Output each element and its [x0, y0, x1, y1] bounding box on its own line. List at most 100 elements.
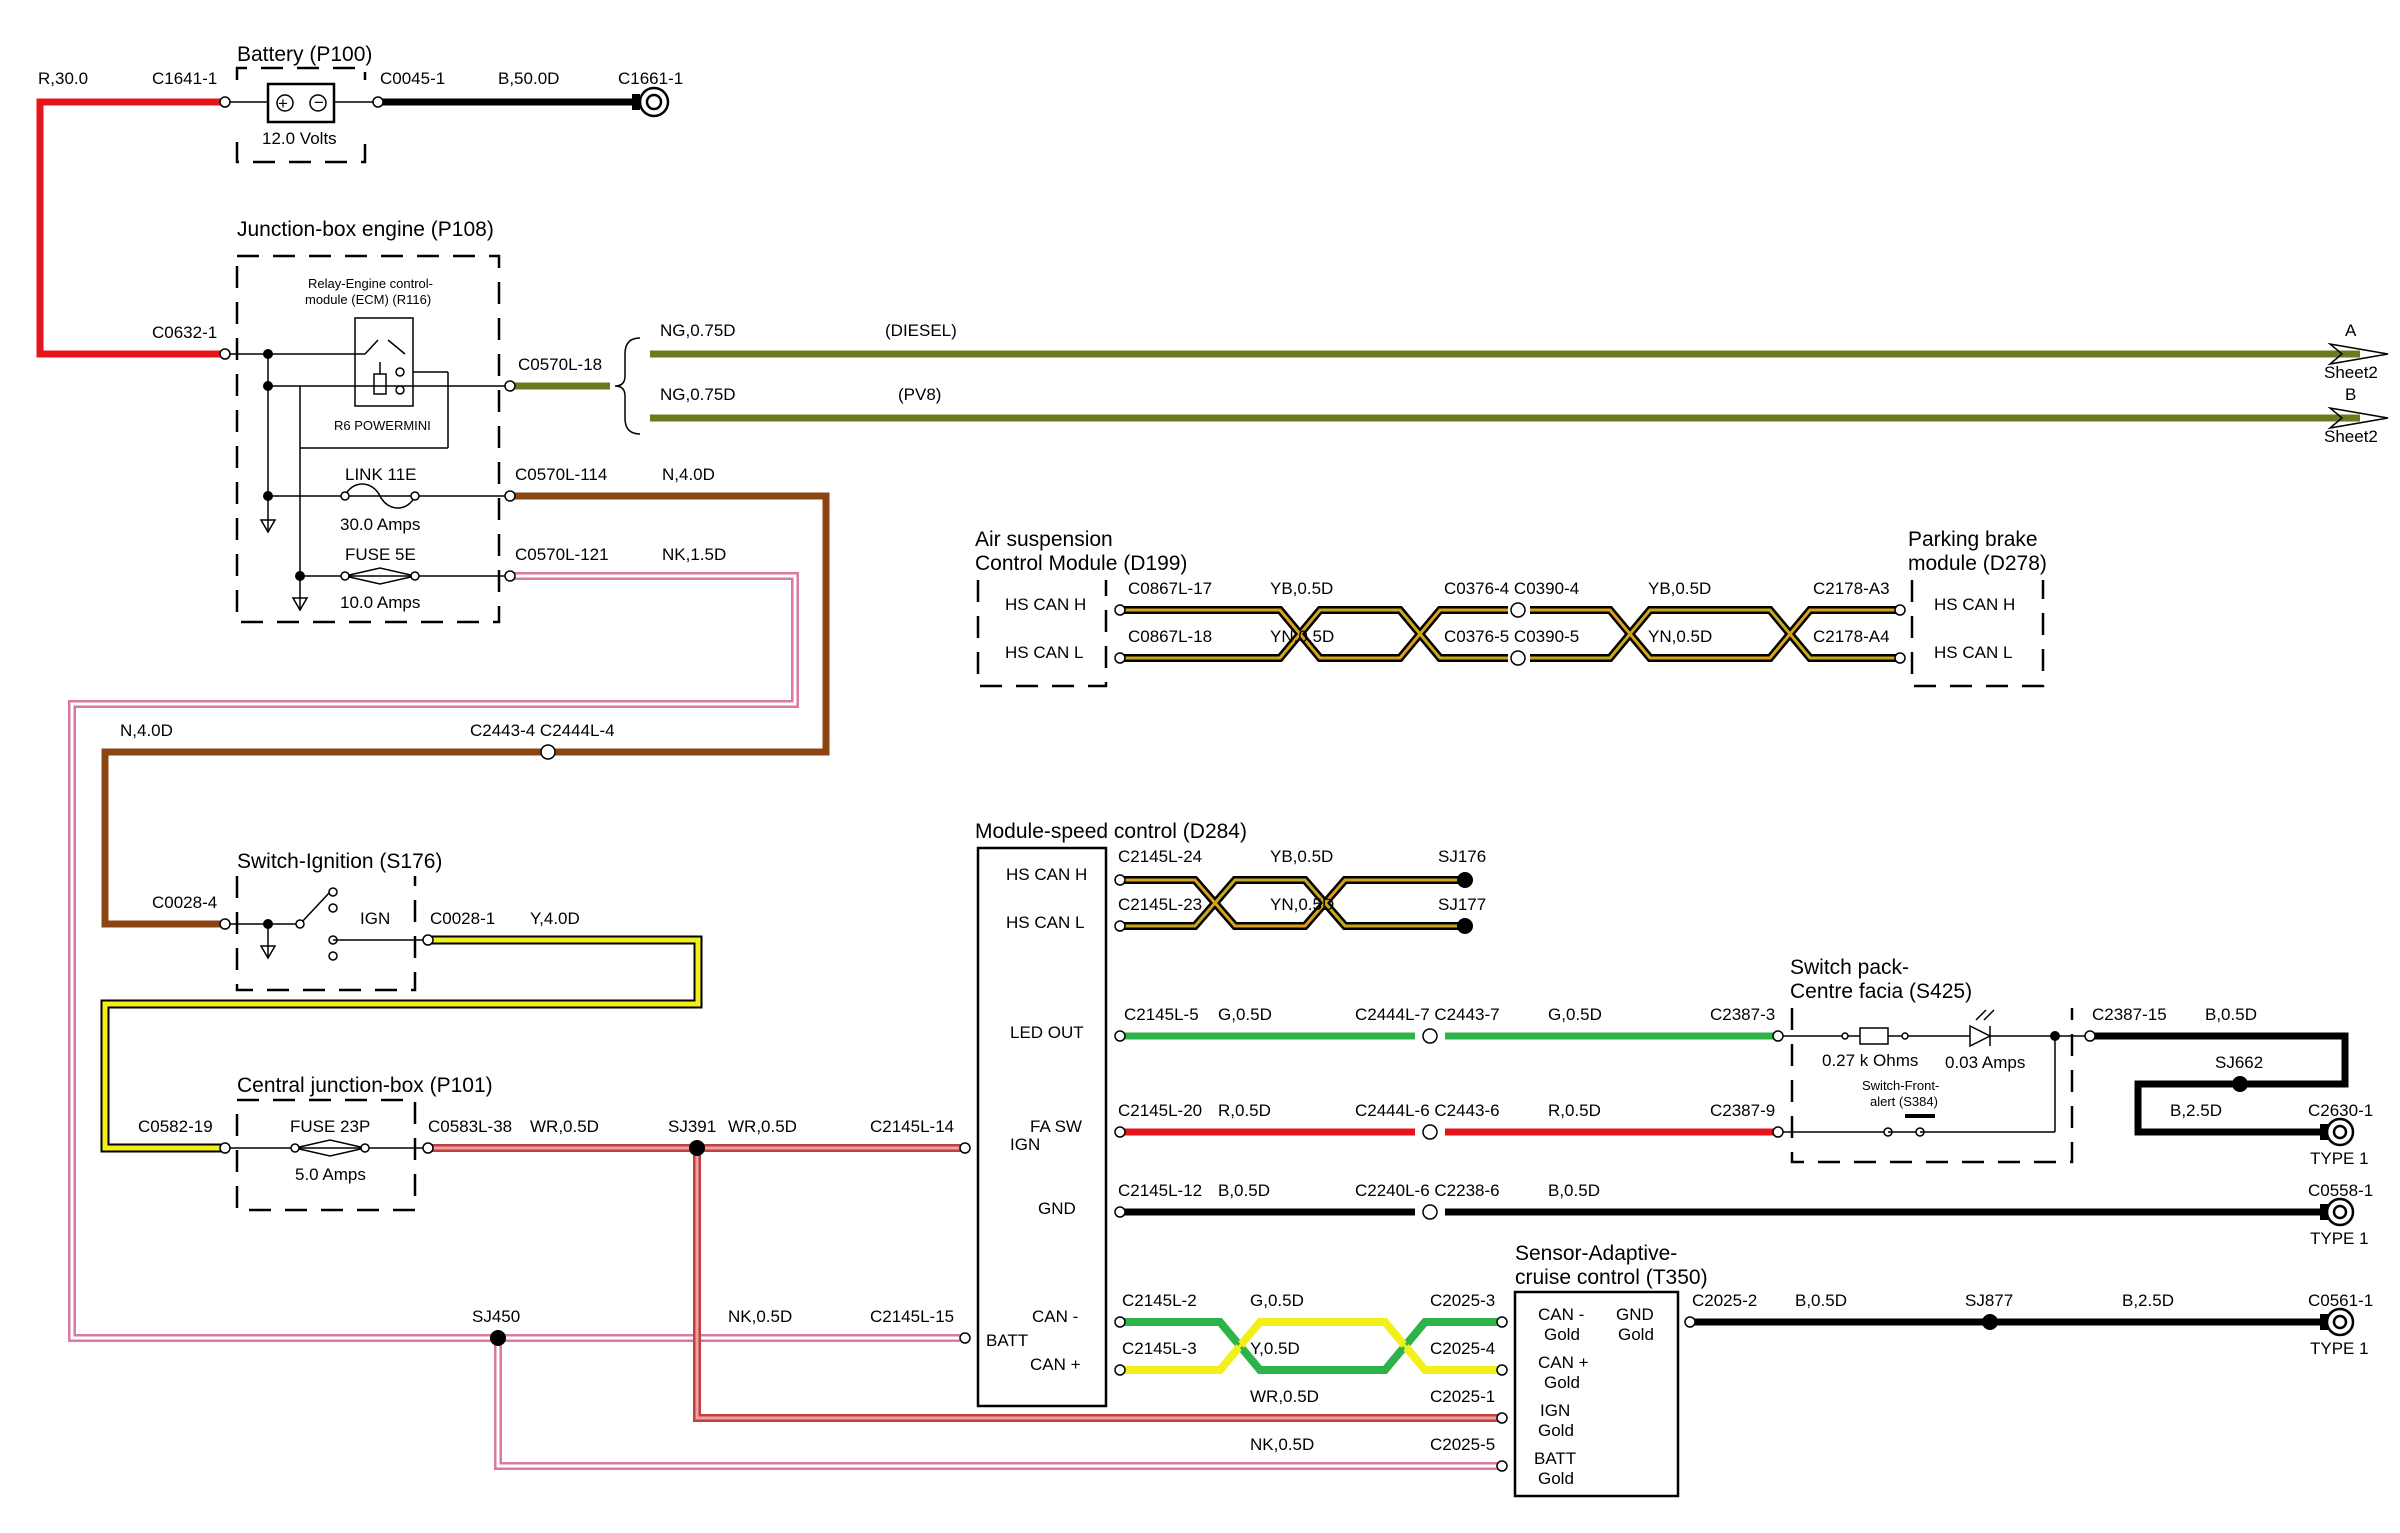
central-jb-title: Central junction-box (P101): [237, 1074, 493, 1097]
pin-c2025-1: C2025-1: [1430, 1387, 1495, 1406]
sensor-ign: IGN: [1540, 1401, 1570, 1420]
arrow-down-icon: [259, 519, 277, 534]
inline-connector-icon: [1422, 1124, 1438, 1140]
wire-g-can-core: [1120, 1320, 1502, 1372]
wire-nk15-label: NK,0.5D: [728, 1307, 792, 1326]
inline-connector-icon: [1510, 650, 1526, 666]
ground-1-type: TYPE 1: [2310, 1149, 2369, 1168]
pin-c0583l-38: C0583L-38: [428, 1117, 512, 1136]
splice-sj450-group: SJ450: [472, 1307, 520, 1346]
pin-c2145l-12: C2145L-12: [1118, 1181, 1202, 1200]
splice-dot: [490, 1330, 506, 1346]
sm-gnd: GND: [1038, 1199, 1076, 1218]
plus-icon: +: [278, 94, 288, 113]
sheet-b-wire: NG,0.75D: [660, 385, 736, 404]
ground-eyelet-icon: [2320, 1117, 2355, 1147]
n-feed: N,4.0D C2443-4 C2444L-4: [120, 721, 615, 760]
inline-c0376-5: C0376-5 C0390-5: [1444, 627, 1579, 646]
sm-batt: BATT: [986, 1331, 1028, 1350]
parking-can-h: HS CAN H: [1934, 595, 2015, 614]
splice-sj450: SJ450: [472, 1307, 520, 1326]
splice-sj176: SJ176: [1438, 847, 1486, 866]
arrow-down-icon: [291, 597, 309, 612]
wire-r-fa-2: R,0.5D: [1548, 1101, 1601, 1120]
pin-c2145l-15: C2145L-15: [870, 1307, 954, 1326]
sheet-b-ref: Sheet2: [2324, 427, 2378, 446]
wire-label-wr-2: WR,0.5D: [728, 1117, 797, 1136]
splice-dot: [1982, 1314, 1998, 1330]
sensor-can-plus-gold: Gold: [1544, 1373, 1580, 1392]
relay-label-1: Relay-Engine control-: [308, 276, 433, 291]
switch-icon: [299, 891, 331, 925]
sm-led-out: LED OUT: [1010, 1023, 1084, 1042]
pin-c2178-a3: C2178-A3: [1813, 579, 1890, 598]
sheet-a-letter: A: [2345, 321, 2357, 340]
sheet-a-ref: Sheet2: [2324, 363, 2378, 382]
wire-b-sp: B,0.5D: [2205, 1005, 2257, 1024]
pin-c0632: C0632-1: [152, 323, 217, 342]
pin-c0867l-17: C0867L-17: [1128, 579, 1212, 598]
battery-title: Battery (P100): [237, 43, 372, 66]
ignition-switch: Switch-Ignition (S176) IGN C0028-4 C0028…: [152, 850, 580, 992]
sensor-title-2: cruise control (T350): [1515, 1266, 1708, 1289]
wire-g2-label: G,0.5D: [1250, 1291, 1304, 1310]
splice-sj177: SJ177: [1438, 895, 1486, 914]
speed-module-title: Module-speed control (D284): [975, 820, 1247, 843]
pin-c0028-1: C0028-1: [430, 909, 495, 928]
battery-voltage: 12.0 Volts: [262, 129, 337, 148]
pin-c2178-a4: C2178-A4: [1813, 627, 1890, 646]
inline-connector-icon: [540, 744, 556, 760]
parking-title-1: Parking brake: [1908, 528, 2038, 551]
pin-c0045: C0045-1: [380, 69, 445, 88]
wire-r-30: [36, 98, 225, 358]
jb-engine-title: Junction-box engine (P108): [237, 218, 494, 241]
pin-c2387-9: C2387-9: [1710, 1101, 1775, 1120]
wire-yn-1: YN,0.5D: [1270, 627, 1334, 646]
wire-yb-sm-label: YB,0.5D: [1270, 847, 1333, 866]
inline-connector-icon: [1422, 1028, 1438, 1044]
fuse-name: FUSE 5E: [345, 545, 416, 564]
wire-yb-sm-core: [1120, 878, 1465, 928]
fusible-link-icon: [344, 483, 416, 509]
sensor-title-1: Sensor-Adaptive-: [1515, 1242, 1677, 1265]
air-can-l: HS CAN L: [1005, 643, 1083, 662]
ground-3-pin: C0561-1: [2308, 1291, 2373, 1310]
wire-y2-label: Y,0.5D: [1250, 1339, 1300, 1358]
splice-dot: [689, 1140, 705, 1156]
wire-yb-air-core: [1120, 608, 1900, 660]
wire-yn-sm-core: [1120, 878, 1465, 928]
sm-fa-sw: FA SW: [1030, 1117, 1082, 1136]
pin-c0570l-114: C0570L-114: [515, 465, 607, 484]
wire-yn-air-core: [1120, 608, 1900, 660]
wire-n-4: [101, 492, 830, 928]
fuse-23p-name: FUSE 23P: [290, 1117, 370, 1136]
wire-wr-branch-core: [695, 1148, 1502, 1420]
wire-label-b50: B,50.0D: [498, 69, 559, 88]
splice-sj391: SJ391: [668, 1117, 716, 1136]
pin-c2145l-23: C2145L-23: [1118, 895, 1202, 914]
pin-c1641: C1641-1: [152, 69, 217, 88]
inline-connector-icon: [1422, 1204, 1438, 1220]
pin-c2025-5: C2025-5: [1430, 1435, 1495, 1454]
wire-g-led-2: G,0.5D: [1548, 1005, 1602, 1024]
switch-label-1: Switch-Front-: [1862, 1078, 1939, 1093]
sheet-b-letter: B: [2345, 385, 2356, 404]
arrow-right-icon: [2327, 406, 2389, 430]
wire-b25-sp: B,2.5D: [2170, 1101, 2222, 1120]
air-suspension-module: Air suspension Control Module (D199) HS …: [975, 528, 1906, 688]
wire-label-nk15: NK,1.5D: [662, 545, 726, 564]
pin-c2145l-5: C2145L-5: [1124, 1005, 1199, 1024]
inline-c2444l-7: C2444L-7 C2443-7: [1355, 1005, 1500, 1024]
wire-label-n4-b: N,4.0D: [120, 721, 173, 740]
inline-c2444l-6: C2444L-6 C2443-6: [1355, 1101, 1500, 1120]
pin-c0570l-18: C0570L-18: [518, 355, 602, 374]
sheet-a-wire: NG,0.75D: [660, 321, 736, 340]
led-amps: 0.03 Amps: [1945, 1053, 2025, 1072]
wire-b-sensor: B,0.5D: [1795, 1291, 1847, 1310]
pin-c2025-3: C2025-3: [1430, 1291, 1495, 1310]
wire-wr-sensor-label: WR,0.5D: [1250, 1387, 1319, 1406]
ignition-label: IGN: [360, 909, 390, 928]
pin-c2145l-24: C2145L-24: [1118, 847, 1202, 866]
pin-c1661: C1661-1: [618, 69, 683, 88]
parking-brake-module: Parking brake module (D278) HS CAN H HS …: [1908, 528, 2047, 688]
